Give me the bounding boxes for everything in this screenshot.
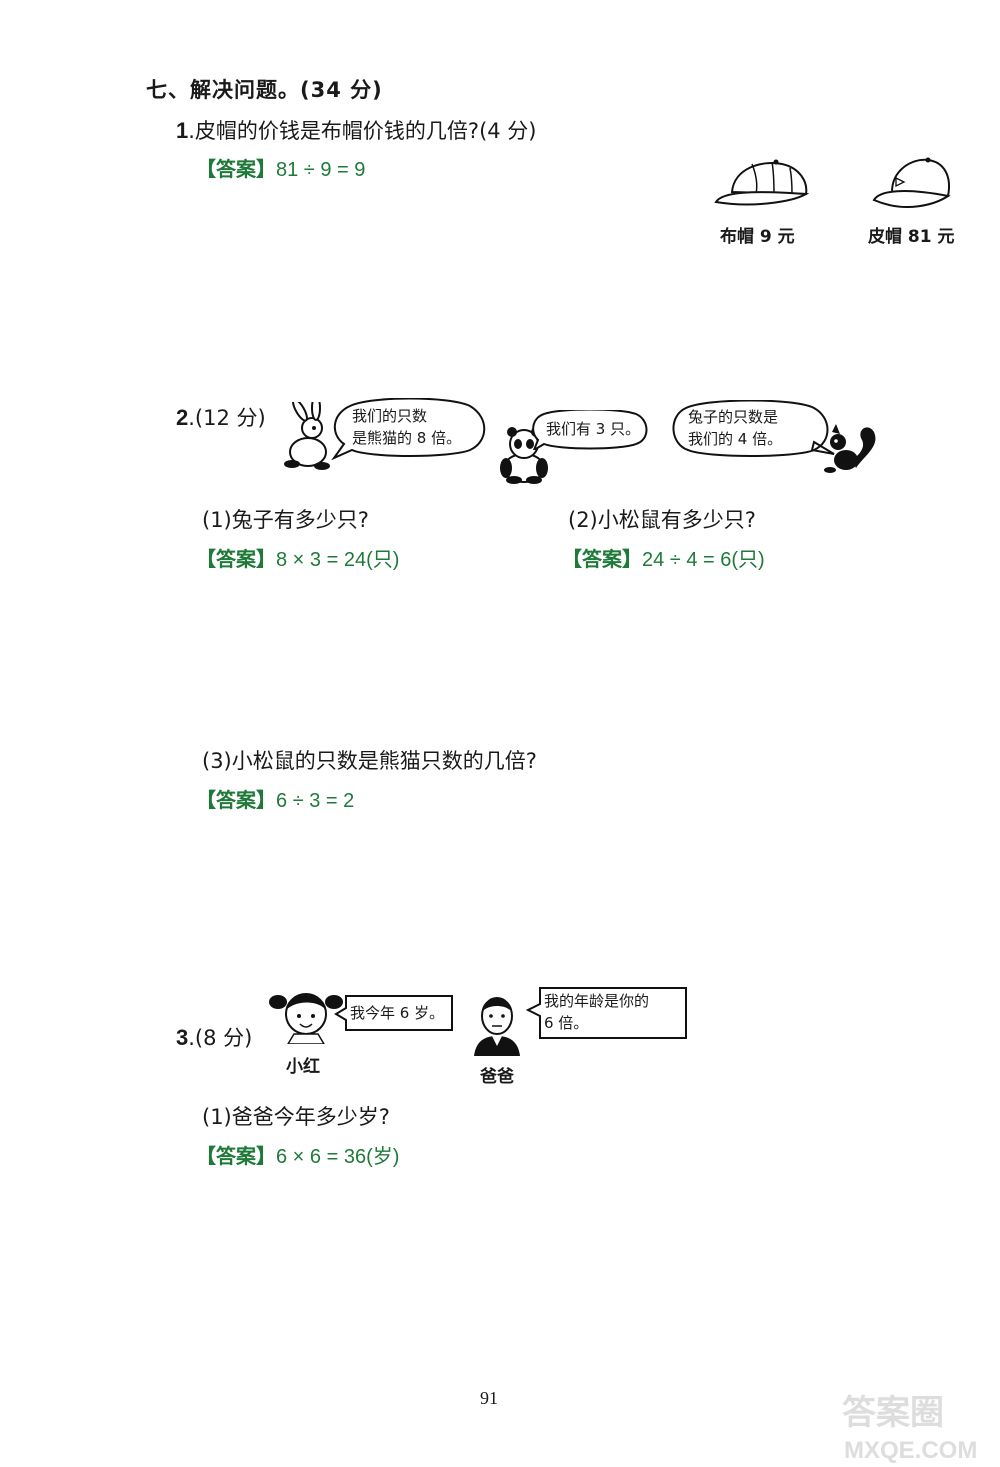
answer-tag: 【答案】 [196, 788, 276, 812]
question-2: 2.(12 分) [176, 402, 266, 432]
rabbit-bubble-text: 我们的只数 是熊猫的 8 倍。 [352, 405, 461, 449]
panda-bubble-text: 我们有 3 只。 [546, 420, 641, 438]
rabbit-icon [284, 402, 330, 470]
girl-xiaohong-icon [269, 993, 343, 1044]
question-3: 3.(8 分) [176, 1022, 252, 1052]
question-3-text: .(8 分) [188, 1026, 253, 1050]
answer-value: 6 ÷ 3 = 2 [276, 790, 355, 812]
watermark-line-1: 答案圈 [842, 1394, 944, 1432]
squirrel-speech-bubble [672, 400, 835, 457]
question-3-number: 3 [176, 1025, 189, 1050]
panda-speech-bubble [532, 410, 648, 450]
leather-cap-icon [872, 157, 951, 208]
rabbit-speech-bubble [331, 398, 486, 460]
question-2-number: 2 [176, 405, 189, 430]
answer-tag: 【答案】 [196, 547, 276, 571]
dad-icon [474, 997, 520, 1056]
watermark-logo: 答案圈 MXQE.COM [842, 1394, 977, 1464]
answer-tag: 【答案】 [196, 157, 276, 181]
squirrel-icon [824, 424, 876, 473]
rabbit-bubble-line-1: 我们的只数 [352, 407, 428, 425]
question-1-number: 1 [176, 118, 189, 143]
question-2-sub-3-answer: 【答案】6 ÷ 3 = 2 [196, 784, 354, 813]
dad-bubble-line-2: 6 倍。 [544, 1014, 589, 1032]
question-2-sub-2: (2)小松鼠有多少只? [568, 508, 756, 532]
question-1-answer: 【答案】81 ÷ 9 = 9 [196, 153, 365, 182]
dad-bubble-line-1: 我的年龄是你的 [544, 992, 650, 1010]
girl-bubble-text: 我今年 6 岁。 [350, 1004, 445, 1022]
question-2-sub-3: (3)小松鼠的只数是熊猫只数的几倍? [202, 749, 537, 773]
answer-value: 24 ÷ 4 = 6(只) [642, 549, 765, 571]
answer-value: 6 × 6 = 36(岁) [276, 1146, 400, 1168]
girl-label: 小红 [286, 1057, 320, 1077]
leather-cap-label: 皮帽 81 元 [868, 227, 955, 247]
squirrel-bubble-line-1: 兔子的只数是 [688, 408, 779, 426]
dad-bubble-text: 我的年龄是你的 6 倍。 [544, 990, 649, 1034]
question-3-sub-1-answer: 【答案】6 × 6 = 36(岁) [196, 1140, 399, 1169]
question-2-sub-2-answer: 【答案】24 ÷ 4 = 6(只) [562, 543, 765, 572]
squirrel-bubble-text: 兔子的只数是 我们的 4 倍。 [688, 406, 782, 450]
girl-speech-bubble [334, 995, 453, 1031]
watermark-line-2: MXQE.COM [844, 1437, 977, 1464]
question-2-sub-1: (1)兔子有多少只? [202, 508, 369, 532]
cloth-cap-icon [714, 159, 810, 206]
question-1-text: .皮帽的价钱是布帽价钱的几倍?(4 分) [188, 119, 537, 143]
page-number: 91 [480, 1388, 498, 1408]
cloth-cap-label: 布帽 9 元 [720, 227, 795, 247]
dad-speech-bubble [526, 987, 687, 1039]
squirrel-bubble-line-2: 我们的 4 倍。 [688, 430, 783, 448]
rabbit-bubble-line-2: 是熊猫的 8 倍。 [352, 429, 462, 447]
answer-value: 81 ÷ 9 = 9 [276, 159, 366, 181]
section-title: 七、解决问题。(34 分) [146, 78, 383, 102]
answer-tag: 【答案】 [196, 1144, 276, 1168]
question-3-sub-1: (1)爸爸今年多少岁? [202, 1105, 390, 1129]
question-2-sub-1-answer: 【答案】8 × 3 = 24(只) [196, 543, 399, 572]
question-1: 1.皮帽的价钱是布帽价钱的几倍?(4 分) [176, 115, 537, 145]
question-2-text: .(12 分) [188, 406, 266, 430]
panda-icon [500, 427, 548, 484]
dad-label: 爸爸 [480, 1067, 514, 1087]
answer-value: 8 × 3 = 24(只) [276, 549, 400, 571]
answer-tag: 【答案】 [562, 547, 642, 571]
